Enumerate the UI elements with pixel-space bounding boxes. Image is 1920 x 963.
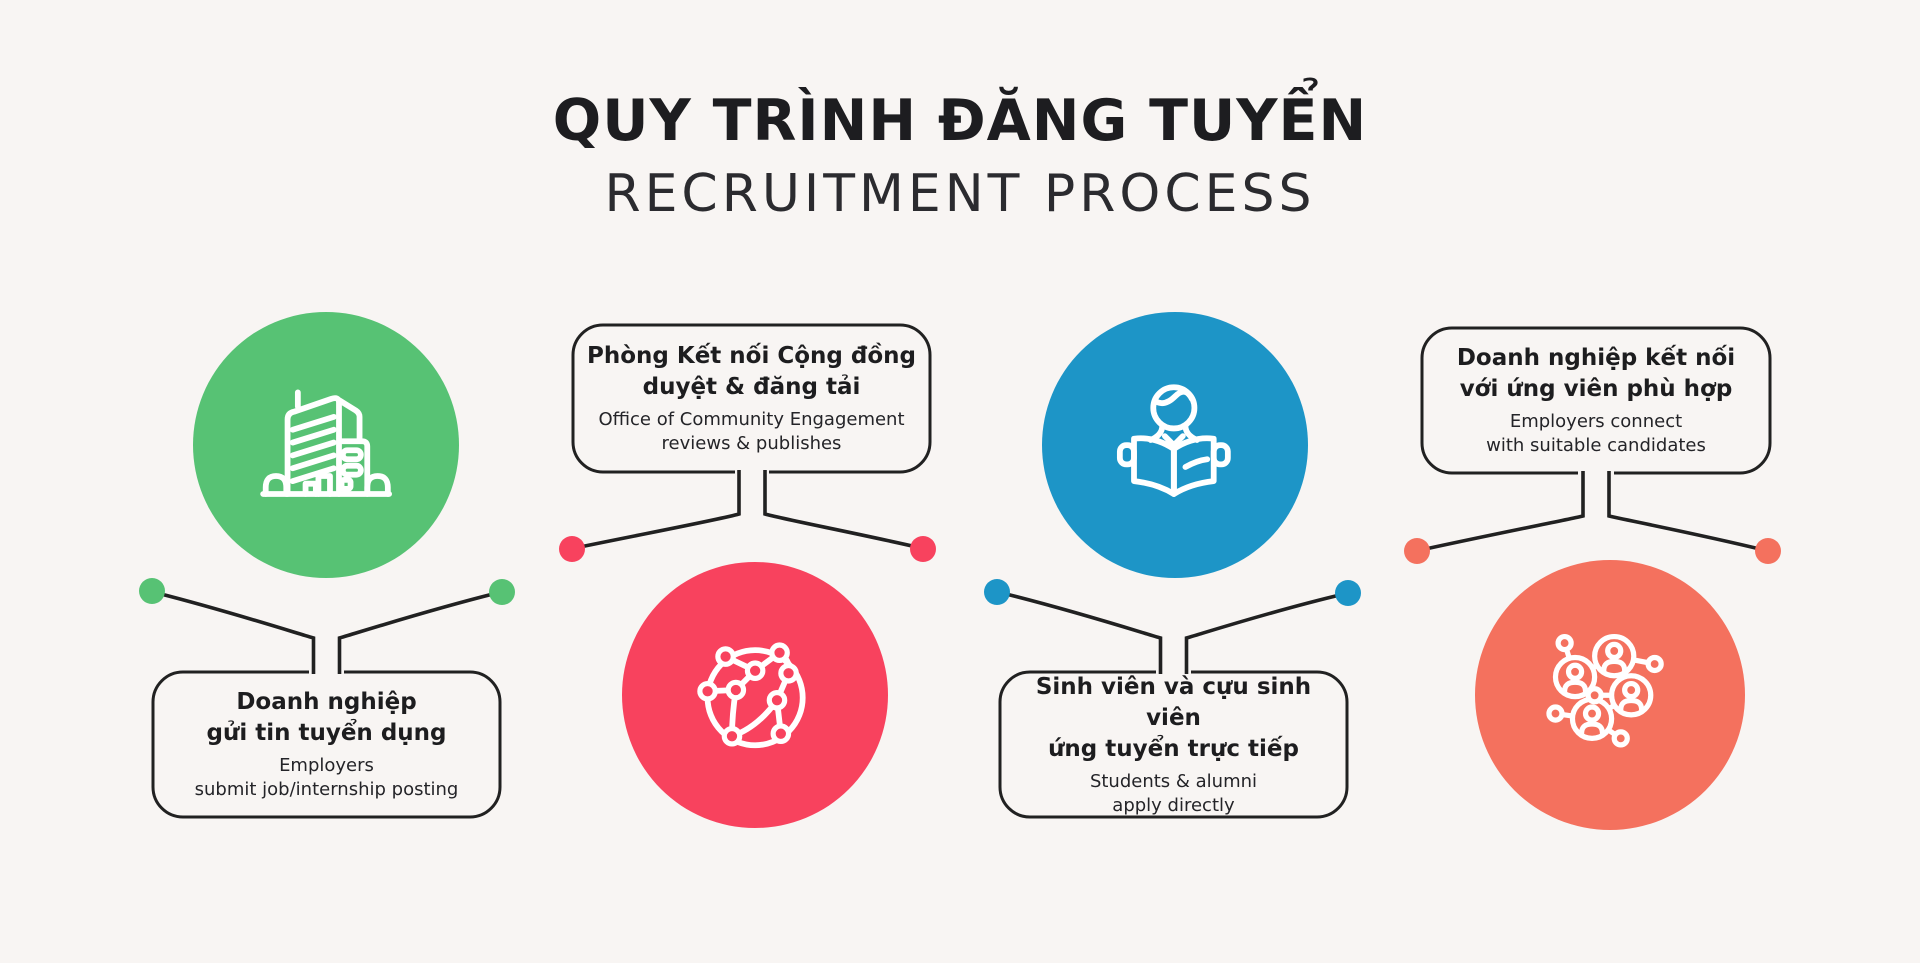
step-4-title-vi-line1: Doanh nghiệp kết nối — [1456, 345, 1736, 371]
connector-line — [1001, 591, 1163, 674]
step-1-subtitle-en-line2: submit job/internship posting — [194, 779, 459, 800]
connector-line — [156, 591, 316, 674]
connector-dot — [139, 578, 165, 604]
title-vietnamese: QUY TRÌNH ĐĂNG TUYỂN — [552, 88, 1368, 154]
connector-step-4 — [1404, 326, 1781, 564]
connector-line — [1420, 471, 1585, 552]
title-english: RECRUITMENT PROCESS — [604, 164, 1316, 224]
connector-step-1 — [139, 578, 515, 819]
connector-dot — [910, 536, 936, 562]
student-reading-icon — [1116, 384, 1231, 497]
connector-line — [574, 470, 741, 550]
step-2-subtitle-en-line1: Office of Community Engagement — [598, 409, 905, 430]
step-2-subtitle-en-line2: reviews & publishes — [661, 433, 842, 454]
connector-dot — [984, 579, 1010, 605]
connector-dot — [1335, 580, 1361, 606]
global-network-icon — [697, 642, 806, 749]
office-building-icon — [260, 389, 392, 497]
step-1-circle — [193, 312, 459, 578]
step-4-subtitle-en-line2: with suitable candidates — [1486, 435, 1706, 456]
page-title: QUY TRÌNH ĐĂNG TUYỂN RECRUITMENT PROCESS — [0, 88, 1920, 224]
connector-dot — [1404, 538, 1430, 564]
connector-step-2 — [559, 323, 936, 562]
connector-dot — [489, 579, 515, 605]
people-network-icon — [1546, 633, 1664, 748]
connector-dot — [1755, 538, 1781, 564]
step-1-title-vi-line2: gửi tin tuyển dụng — [206, 720, 447, 746]
step-2-label: Phòng Kết nối Cộng đồng duyệt & đăng tải… — [573, 325, 930, 472]
connector-line — [1184, 592, 1345, 674]
step-4-label: Doanh nghiệp kết nối với ứng viên phù hợ… — [1422, 328, 1770, 473]
step-2-title-vi-line2: duyệt & đăng tải — [642, 374, 861, 400]
step-4-subtitle-en-line1: Employers connect — [1509, 411, 1683, 432]
connector-dot — [559, 536, 585, 562]
step-4-title-vi-line2: với ứng viên phù hợp — [1459, 376, 1733, 402]
step-3-label: Sinh viên và cựu sinh viên ứng tuyển trự… — [1000, 672, 1347, 817]
step-1-label: Doanh nghiệp gửi tin tuyển dụng Employer… — [153, 672, 500, 817]
connector-line — [1607, 471, 1765, 552]
step-2-circle — [622, 562, 888, 828]
step-1-subtitle-en-line1: Employers — [279, 755, 374, 776]
step-3-circle — [1042, 312, 1308, 578]
step-2-title-vi-line1: Phòng Kết nối Cộng đồng — [587, 343, 916, 369]
connector-line — [763, 470, 922, 550]
connector-step-3 — [984, 579, 1361, 819]
step-3-subtitle-en-line1: Students & alumni — [1089, 770, 1258, 792]
step-3-title-vi-line2: ứng tuyển trực tiếp — [1048, 735, 1299, 762]
step-1-title-vi-line1: Doanh nghiệp — [236, 689, 417, 715]
step-3-title-vi-line1: Sinh viên và cựu sinh viên — [1035, 673, 1312, 731]
step-3-subtitle-en-line2: apply directly — [1112, 794, 1235, 816]
connector-line — [337, 591, 498, 674]
step-4-circle — [1475, 560, 1745, 830]
